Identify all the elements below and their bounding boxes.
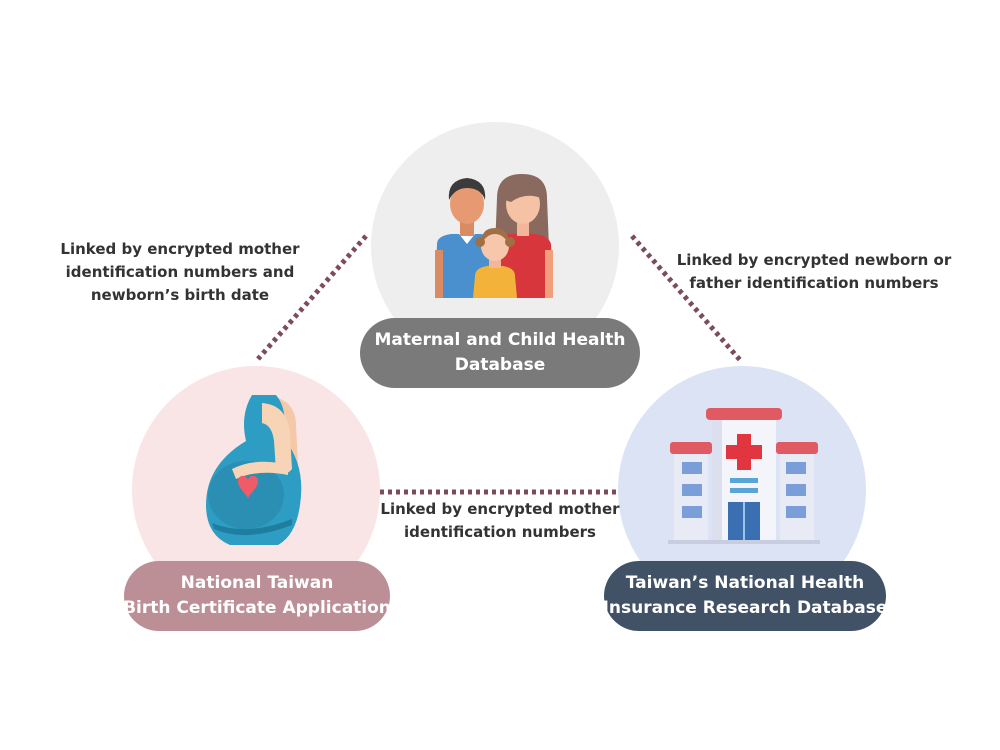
pregnant-woman-icon <box>206 395 302 545</box>
link-left-line3: newborn’s birth date <box>90 286 270 304</box>
maternal-child-database-label: Maternal and Child Health Database <box>360 318 640 388</box>
maternal-child-line1: Maternal and Child Health <box>374 330 626 350</box>
hospital-icon <box>668 408 820 544</box>
link-bottom-line2: identification numbers <box>404 523 596 541</box>
link-label-left: Linked by encrypted mother identificatio… <box>30 238 330 307</box>
nhird-line2: Insurance Research Database <box>602 598 888 618</box>
link-right-line1: Linked by encrypted newborn or <box>676 251 952 269</box>
link-bottom-line1: Linked by encrypted mother <box>380 500 620 518</box>
birth-certificate-line1: National Taiwan <box>180 573 334 593</box>
link-line-right <box>630 234 742 362</box>
link-left-line2: identification numbers and <box>65 263 295 281</box>
link-right-line2: father identification numbers <box>689 274 939 292</box>
link-line-left <box>256 234 368 361</box>
link-left-line1: Linked by encrypted mother <box>60 240 300 258</box>
birth-certificate-line2: Birth Certificate Application <box>123 598 391 618</box>
maternal-child-line2: Database <box>454 355 546 375</box>
birth-certificate-label: National Taiwan Birth Certificate Applic… <box>123 561 391 631</box>
family-icon <box>435 174 553 298</box>
nhird-label: Taiwan’s National Health Insurance Resea… <box>602 561 888 631</box>
link-label-right: Linked by encrypted newborn or father id… <box>664 249 964 295</box>
nhird-line1: Taiwan’s National Health <box>625 573 865 593</box>
link-label-bottom: Linked by encrypted mother identificatio… <box>345 498 655 544</box>
